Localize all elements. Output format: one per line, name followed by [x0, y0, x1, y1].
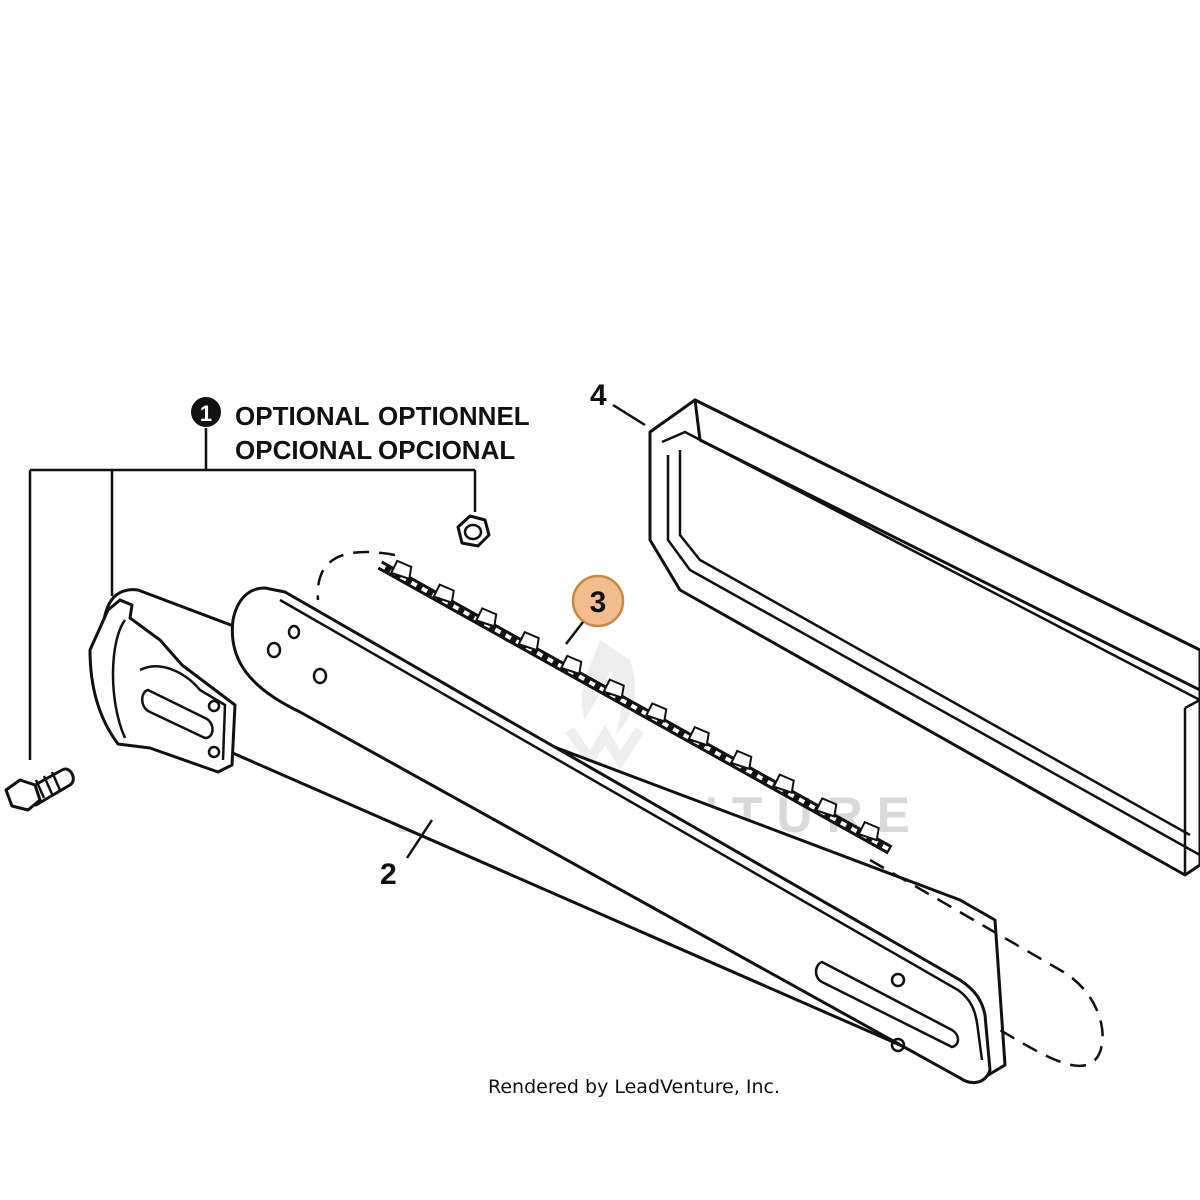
optional-label-fr: OPTIONNEL — [378, 401, 530, 431]
chain-cutter-tooth — [559, 654, 583, 676]
chain-cutter-tooth — [517, 630, 540, 652]
chain-cutter-tooth — [687, 725, 710, 747]
optional-label-es-2: OPCIONAL — [378, 435, 515, 465]
watermark-logo-icon — [565, 640, 645, 770]
callout-3[interactable]: 3 — [565, 574, 625, 645]
chain-cutter-tooth — [729, 749, 753, 771]
chain-cutter-tooth — [814, 797, 838, 818]
optional-bracket — [28, 428, 477, 760]
chain-cutter-tooth — [389, 559, 413, 581]
credit-text: Rendered by LeadVenture, Inc. — [488, 1076, 780, 1098]
callout-3-number: 3 — [590, 586, 607, 619]
chain-cutter-tooth — [772, 773, 795, 794]
nut[interactable] — [456, 514, 491, 548]
bolt[interactable] — [4, 767, 75, 812]
chain-cutter-tooth — [602, 678, 625, 699]
optional-label-en: OPTIONAL — [235, 401, 369, 431]
chain-cutters — [389, 559, 880, 842]
chain-cutter-tooth — [432, 583, 455, 604]
optional-label-es: OPCIONAL — [235, 435, 372, 465]
callout-1-number: 1 — [200, 401, 212, 426]
chain-dashed-outline — [316, 550, 1104, 1068]
bar-slot — [814, 960, 960, 1049]
clutch-cover[interactable] — [88, 598, 237, 774]
saw-chain[interactable] — [377, 559, 893, 855]
callout-4-number: 4 — [590, 379, 607, 412]
callout-2-number: 2 — [380, 858, 397, 891]
chain-cutter-tooth — [474, 607, 498, 628]
callout-4[interactable]: 4 — [590, 379, 646, 427]
callout-1[interactable]: 1 — [191, 397, 221, 427]
callout-2[interactable]: 2 — [380, 819, 434, 891]
guide-bar[interactable] — [99, 586, 1007, 1084]
chain-cutter-tooth — [857, 820, 880, 842]
chain-cutter-tooth — [644, 702, 668, 723]
scabbard[interactable] — [648, 398, 1200, 877]
